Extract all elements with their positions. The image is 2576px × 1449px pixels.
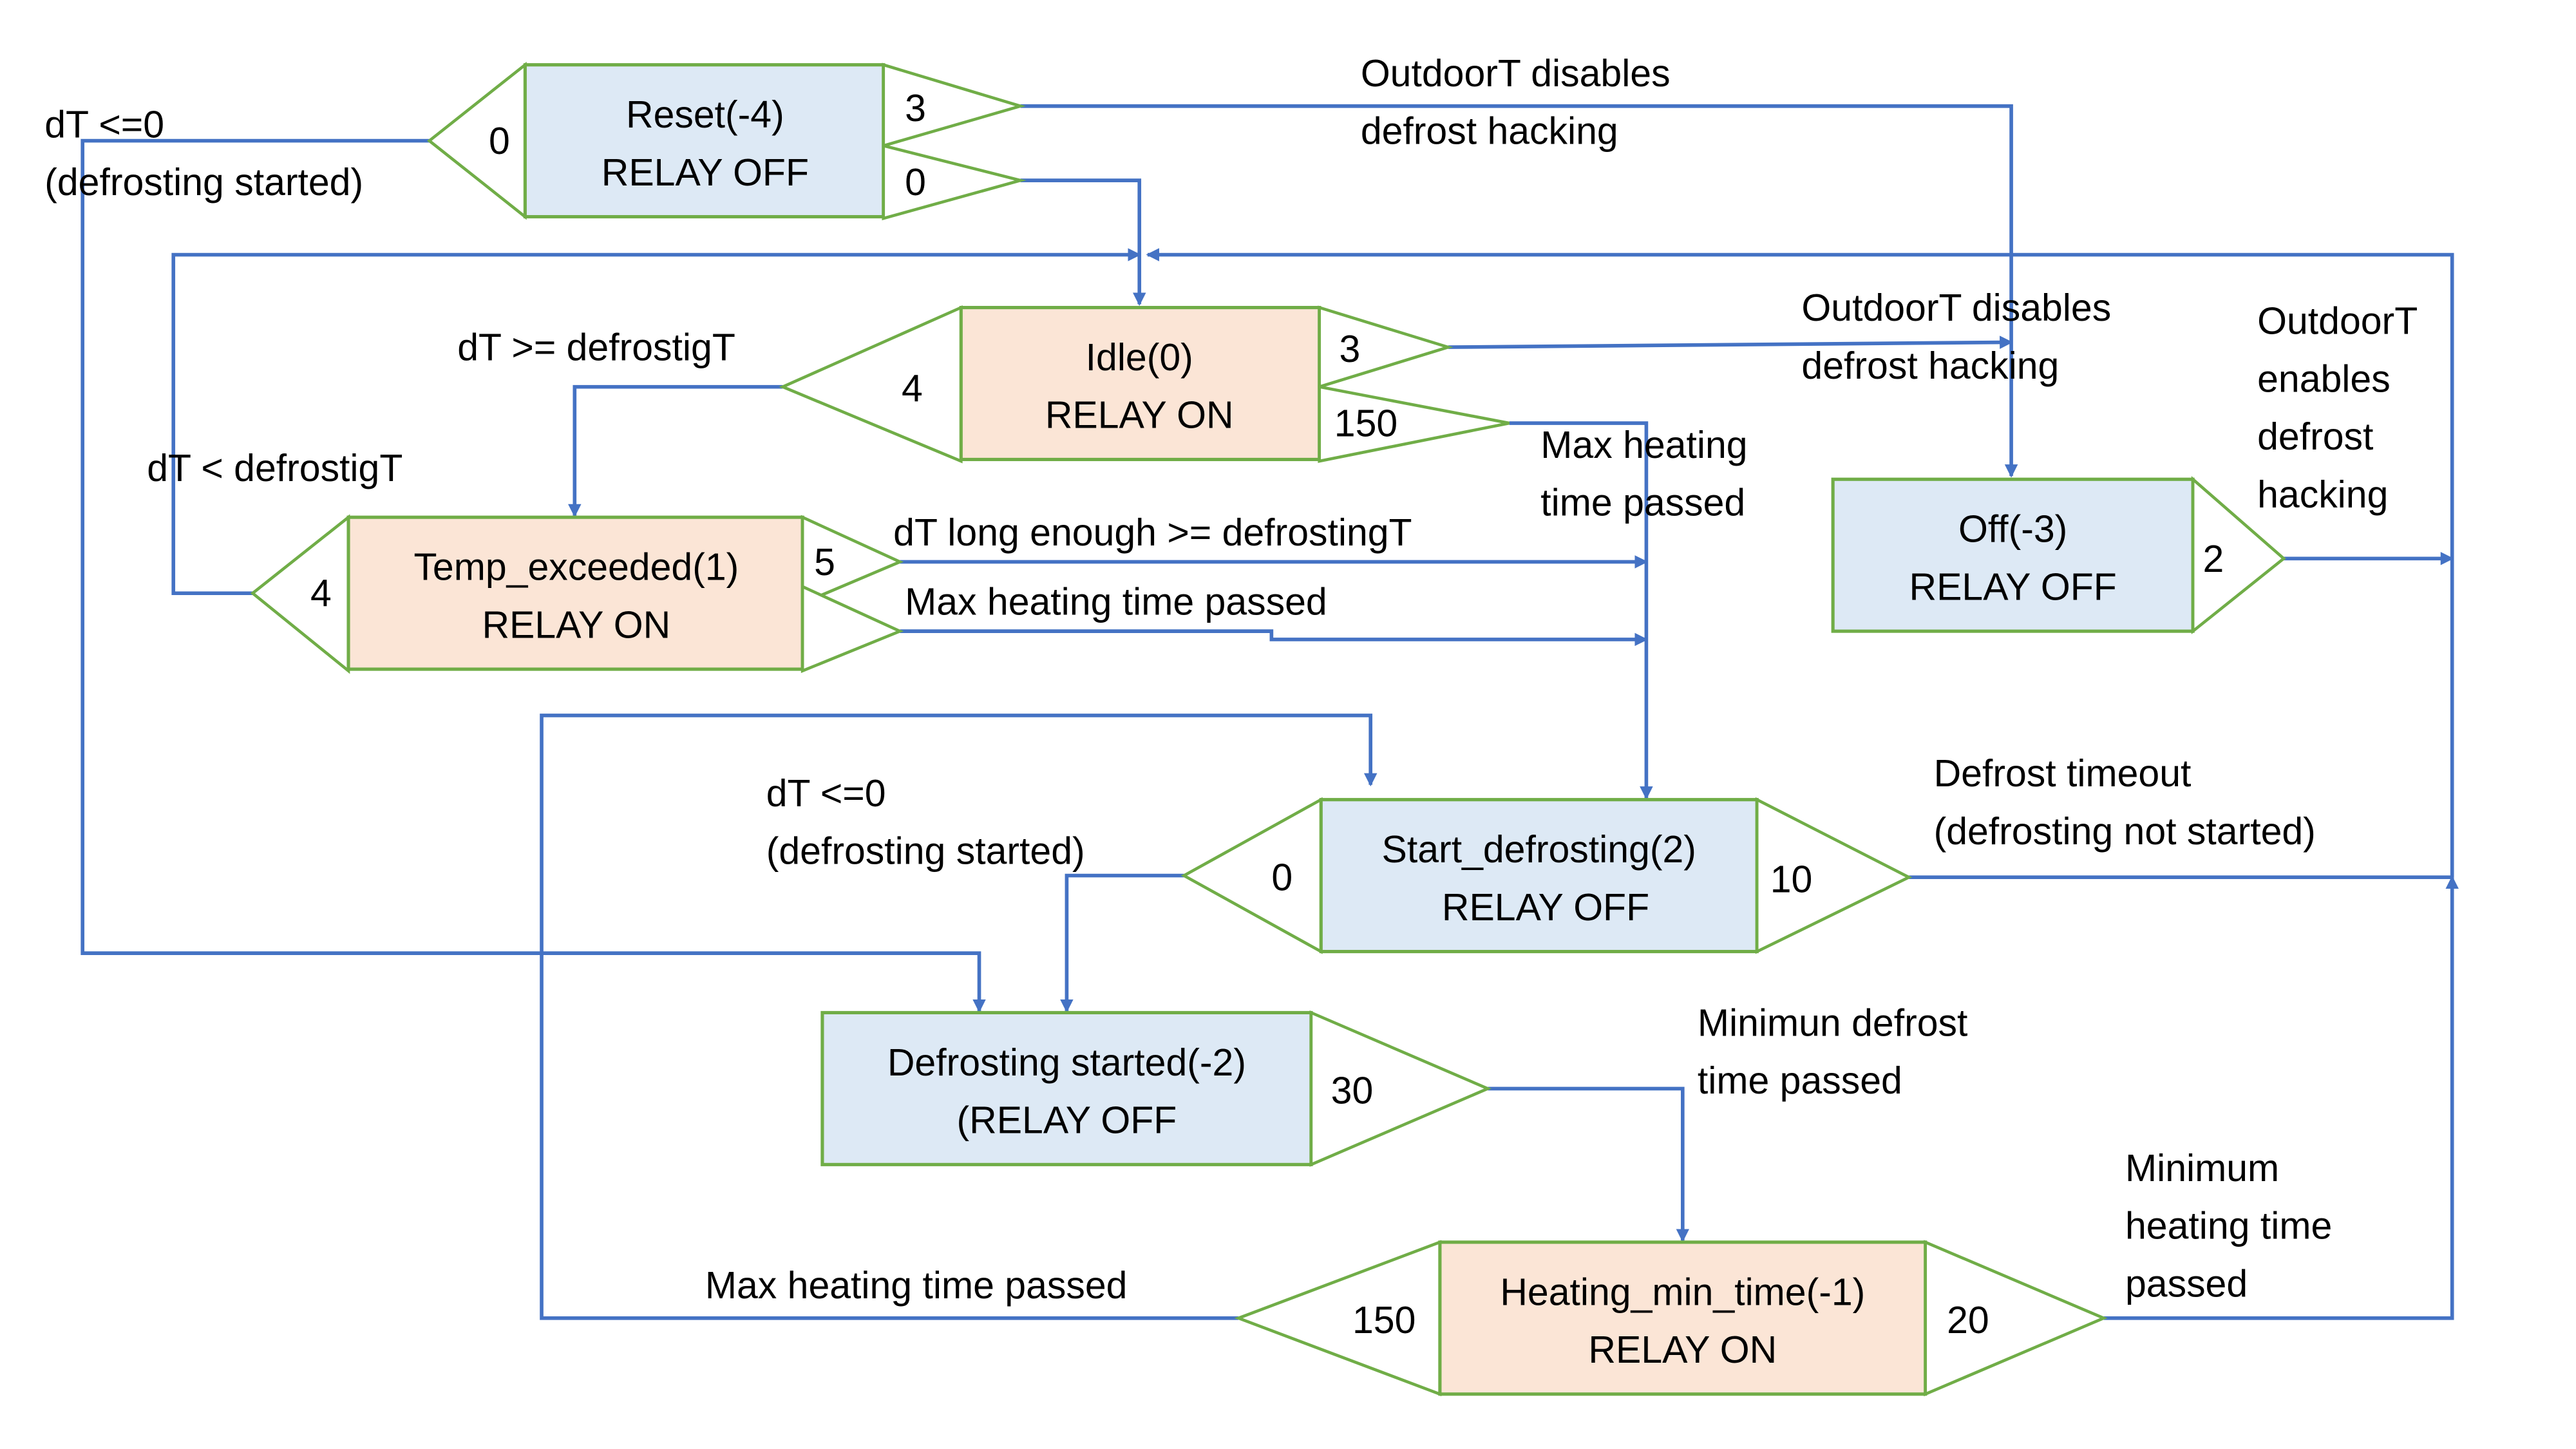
state-name: Defrosting started(-2)	[887, 1042, 1246, 1084]
transition-start-to-defrosting-started	[1060, 873, 1184, 1013]
label-outdoor-enables-3: defrost	[2257, 416, 2373, 458]
label-outdoor-disables-1b: defrost hacking	[1361, 111, 1618, 153]
transition-reset-to-idle	[1020, 178, 1146, 306]
label-outdoor-enables-1: OutdoorT	[2257, 301, 2418, 343]
transition-idle-to-start-defrosting	[1509, 421, 1653, 800]
transition-labels: dT <=0 (defrosting started) OutdoorT dis…	[44, 53, 2418, 1307]
state-name: Temp_exceeded(1)	[413, 547, 739, 589]
label-min-heating-1: Minimum	[2125, 1148, 2279, 1189]
label-dt-ge: dT >= defrostigT	[457, 327, 735, 369]
label-dt-lt: dT < defrostigT	[147, 448, 402, 489]
relay-status: RELAY OFF	[601, 152, 809, 194]
label-min-defrost-2: time passed	[1698, 1060, 1902, 1102]
label-min-defrost-1: Minimun defrost	[1698, 1002, 1968, 1044]
label-outdoor-enables-4: hacking	[2257, 474, 2388, 516]
relay-status: RELAY ON	[1045, 395, 1234, 437]
relay-status: RELAY OFF	[1442, 887, 1649, 929]
heating-in-count: 150	[1352, 1300, 1416, 1341]
relay-status: (RELAY OFF	[956, 1100, 1177, 1142]
transition-defrosting-to-heating	[1488, 1086, 1690, 1242]
relay-status: RELAY ON	[482, 604, 670, 646]
transition-reset-to-defrosting-started	[80, 138, 986, 1013]
state-name: Start_defrosting(2)	[1382, 829, 1696, 871]
state-name: Idle(0)	[1086, 337, 1193, 379]
label-outdoor-disables-1a: OutdoorT disables	[1361, 53, 1671, 95]
label-outdoor-enables-2: enables	[2257, 358, 2391, 400]
label-outdoor-disables-2a: OutdoorT disables	[1801, 287, 2111, 329]
transition-temp-exceeded-max-heating	[900, 629, 1648, 647]
label-temp-max-heating: Max heating time passed	[905, 581, 1327, 623]
state-idle[interactable]: 4 3 150 Idle(0) RELAY ON	[779, 305, 1510, 464]
idle-out-count-1: 3	[1339, 328, 1360, 370]
relay-status: RELAY ON	[1588, 1329, 1777, 1371]
reset-out-count-1: 3	[905, 88, 926, 129]
relay-status: RELAY OFF	[1909, 566, 2117, 608]
label-defrost-timeout-1: Defrost timeout	[1934, 753, 2192, 795]
label-defrost-timeout-2: (defrosting not started)	[1934, 811, 2316, 853]
label-min-heating-2: heating time	[2125, 1206, 2332, 1247]
start-out-count: 10	[1770, 858, 1813, 900]
label-start-dt-1: dT <=0	[766, 773, 886, 815]
label-reset-dt-1: dT <=0	[44, 104, 164, 146]
label-dt-long-enough: dT long enough >= defrostingT	[893, 512, 1412, 554]
temp-in-count: 4	[310, 573, 332, 615]
transition-idle-to-off	[1448, 336, 2013, 349]
label-idle-max-heating-2: time passed	[1540, 482, 1745, 524]
transition-heating-max-to-start-defrosting	[540, 714, 1378, 1320]
state-name: Heating_min_time(-1)	[1500, 1271, 1865, 1313]
state-defrosting-started[interactable]: 30 Defrosting started(-2) (RELAY OFF	[820, 1010, 1492, 1167]
idle-out-count-2: 150	[1334, 403, 1397, 445]
label-reset-dt-2: (defrosting started)	[44, 162, 363, 204]
state-heating-min-time[interactable]: 150 20 Heating_min_time(-1) RELAY ON	[1234, 1240, 2108, 1397]
transition-temp-exceeded-to-idle	[171, 248, 1141, 595]
state-off[interactable]: 2 Off(-3) RELAY OFF	[1831, 476, 2286, 634]
state-start-defrosting[interactable]: 0 10 Start_defrosting(2) RELAY OFF	[1180, 797, 1913, 954]
label-idle-max-heating-1: Max heating	[1540, 424, 1747, 466]
transitions	[80, 104, 2459, 1320]
transition-heating-min-passed	[2103, 875, 2459, 1320]
reset-in-count: 0	[489, 120, 510, 162]
state-name: Reset(-4)	[626, 94, 784, 136]
heating-out-count: 20	[1947, 1300, 1989, 1341]
transition-right-loop-to-idle	[1146, 248, 2454, 878]
defrosting-out-count: 30	[1331, 1070, 1374, 1112]
label-heating-max: Max heating time passed	[705, 1265, 1128, 1307]
start-in-count: 0	[1271, 857, 1293, 899]
label-start-dt-2: (defrosting started)	[766, 831, 1085, 873]
label-min-heating-3: passed	[2125, 1263, 2248, 1305]
state-temp-exceeded[interactable]: 4 5 Temp_exceeded(1) RELAY ON	[250, 514, 904, 674]
idle-in-count: 4	[902, 368, 923, 410]
state-reset[interactable]: 0 3 0 Reset(-4) RELAY OFF	[426, 61, 1027, 221]
transition-reset-to-off	[1020, 104, 2018, 478]
reset-out-count-2: 0	[905, 162, 926, 204]
temp-out-count: 5	[814, 542, 835, 583]
state-name: Off(-3)	[1958, 509, 2067, 551]
off-out-count: 2	[2203, 538, 2224, 580]
label-outdoor-disables-2b: defrost hacking	[1801, 345, 2059, 387]
transition-idle-to-temp-exceeded	[568, 384, 783, 518]
